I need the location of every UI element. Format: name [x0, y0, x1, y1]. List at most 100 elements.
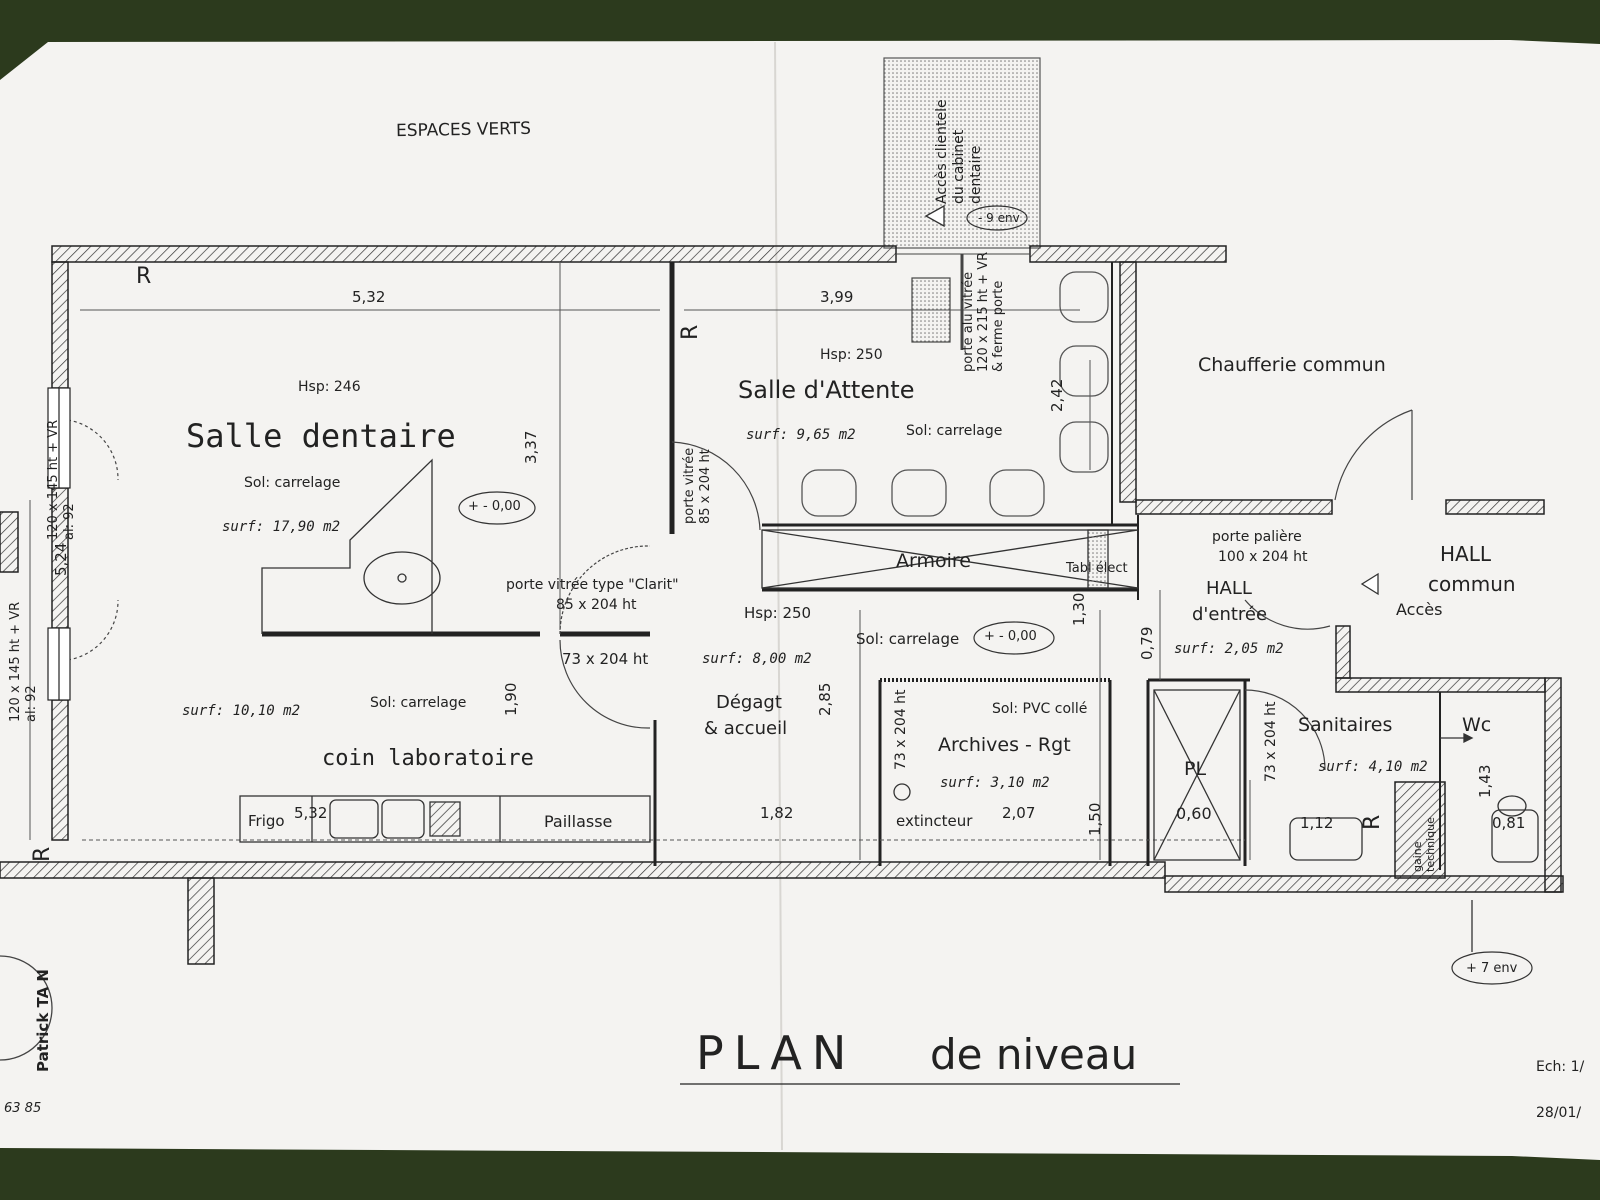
- minus9-label: - 9 env: [978, 211, 1020, 225]
- hall-commun-line1: HALL: [1440, 542, 1492, 566]
- hall-commun-line2: commun: [1428, 572, 1516, 596]
- degagement-name2: & accueil: [704, 718, 788, 739]
- dim-130: 1,30: [1070, 592, 1088, 626]
- door-swings: [67, 253, 1413, 771]
- dim-532-bottom: 5,32: [294, 804, 328, 822]
- porte-vitree-line-2: 85 x 204 ht: [697, 449, 713, 524]
- extincteur-label: extincteur: [896, 812, 973, 830]
- coin-labo-title: coin laboratoire: [322, 746, 534, 771]
- dim-079: 0,79: [1138, 626, 1156, 660]
- acces-line-1: Accès clientele: [934, 99, 950, 204]
- interior-walls: [262, 262, 1441, 870]
- porte-clarit-line1: porte vitrée type "Clarit": [506, 577, 679, 593]
- plan-title-rest: de niveau: [930, 1030, 1138, 1079]
- archives-surf: surf: 3,10 m2: [940, 775, 1050, 791]
- window-top-line-2: al: 92: [61, 503, 77, 540]
- paillasse-label: Paillasse: [544, 812, 613, 831]
- dim-060: 0,60: [1176, 804, 1212, 823]
- gaine-technique-label: gaine technique: [1411, 817, 1437, 872]
- salle-dentaire-title: Salle dentaire: [186, 417, 456, 455]
- sanitaires-surf: surf: 4,10 m2: [1318, 759, 1428, 775]
- porte-alu-label: porte alu vitrée 120 x 215 ht + VR & fer…: [961, 251, 1007, 372]
- gaine-line-2: technique: [1423, 817, 1437, 872]
- gaine-line-1: gaine: [1411, 841, 1424, 872]
- armoire-label: Armoire: [896, 550, 971, 572]
- frigo-label: Frigo: [248, 812, 285, 830]
- r-marker-topleft: R: [136, 264, 152, 289]
- construction-lines: [29, 262, 1251, 860]
- salle-dentaire-level: + - 0,00: [468, 499, 521, 514]
- archives-sol: Sol: PVC collé: [992, 701, 1088, 717]
- r-marker-attente: R: [678, 324, 703, 340]
- r-marker-sanitaires: R: [1360, 814, 1385, 830]
- dim-112: 1,12: [1300, 814, 1334, 832]
- coin-labo-sol: Sol: carrelage: [370, 695, 467, 711]
- author-seal: [0, 955, 53, 1061]
- espaces-verts-label: ESPACES VERTS: [395, 118, 532, 142]
- window-bottom-label: 120 x 145 ht + VR al: 92: [8, 602, 39, 722]
- door-73-arch: 73 x 204 ht: [893, 689, 909, 770]
- dim-242: 2,42: [1048, 378, 1066, 412]
- sanitary-fixtures: [893, 783, 1539, 863]
- r-marker-bottomleft: R: [30, 846, 55, 862]
- arrow-markers: [924, 204, 1474, 952]
- window-bottom-line-2: al: 92: [23, 685, 39, 722]
- plus7-label: + 7 env: [1466, 961, 1518, 976]
- salle-attente-title: Salle d'Attente: [738, 376, 915, 404]
- porte-alu-line-1: porte alu vitrée: [961, 271, 976, 372]
- degagement-name1: Dégagt: [716, 692, 782, 713]
- salle-dentaire-hsp: Hsp: 246: [298, 379, 361, 395]
- acces-clientele-label: Accès clientele du cabinet dentaire: [934, 99, 984, 204]
- degagement-sol: Sol: carrelage: [856, 630, 960, 648]
- acces-line-3: dentaire: [967, 145, 984, 204]
- dim-532-top: 5,32: [352, 288, 386, 306]
- ech-label: Ech: 1/: [1536, 1059, 1585, 1075]
- wc-label: Wc: [1462, 714, 1492, 736]
- acces-line-2: du cabinet: [950, 129, 967, 204]
- hall-commun-acces: Accès: [1396, 600, 1443, 619]
- salle-attente-sol: Sol: carrelage: [906, 423, 1003, 439]
- dim-081: 0,81: [1492, 814, 1526, 832]
- exterior-walls: [0, 245, 1564, 965]
- dim-190: 1,90: [502, 682, 520, 716]
- author-label: Patrick TA N: [34, 969, 52, 1072]
- date-label: 28/01/: [1536, 1105, 1582, 1121]
- dim-150: 1,50: [1086, 802, 1104, 836]
- dental-unit: [261, 458, 441, 634]
- door-73-lab: 73 x 204 ht: [562, 650, 649, 668]
- porte-paliere-line1: porte palière: [1212, 529, 1302, 545]
- archives-title: Archives - Rgt: [938, 734, 1071, 756]
- left-windows: [47, 387, 71, 701]
- dim-207: 2,07: [1002, 804, 1036, 822]
- salle-dentaire-sol: Sol: carrelage: [244, 475, 341, 491]
- salle-dentaire-surf: surf: 17,90 m2: [222, 519, 341, 535]
- porte-clarit-line2: 85 x 204 ht: [556, 597, 637, 613]
- paper-sheet: [0, 40, 1600, 1160]
- porte-vitree-line-1: porte vitrée: [682, 447, 697, 524]
- window-top-label: 120 x 145 ht + VR al: 92: [46, 420, 77, 540]
- tabl-elect-label: Tabl élect: [1066, 561, 1128, 576]
- level-ellipses: [458, 205, 1533, 985]
- paper-fold: [774, 41, 783, 1151]
- access-corridor: [883, 57, 1041, 249]
- porte-alu-line-2: 120 x 215 ht + VR: [975, 251, 991, 372]
- window-top-line-1: 120 x 145 ht + VR: [46, 419, 61, 540]
- dim-182: 1,82: [760, 804, 794, 822]
- waiting-chairs: [801, 271, 1109, 517]
- degagement-hsp: Hsp: 250: [744, 604, 812, 622]
- porte-paliere-line2: 100 x 204 ht: [1218, 549, 1308, 565]
- plan-title-word: PLAN: [696, 1026, 857, 1080]
- dim-524: 5,24: [52, 542, 70, 576]
- hall-entree-line2: d'entrée: [1192, 604, 1268, 625]
- salle-attente-hsp: Hsp: 250: [820, 347, 883, 363]
- coin-labo-surf: surf: 10,10 m2: [182, 703, 301, 719]
- armoire-box: [761, 529, 1139, 589]
- dim-285: 2,85: [816, 682, 834, 716]
- door-73-san: 73 x 204 ht: [1263, 701, 1279, 782]
- window-bottom-line-1: 120 x 145 ht + VR: [8, 601, 23, 722]
- porte-alu-line-3: & ferme porte: [990, 280, 1006, 372]
- pl-box: [1153, 689, 1241, 861]
- chaufferie-label: Chaufferie commun: [1198, 354, 1386, 376]
